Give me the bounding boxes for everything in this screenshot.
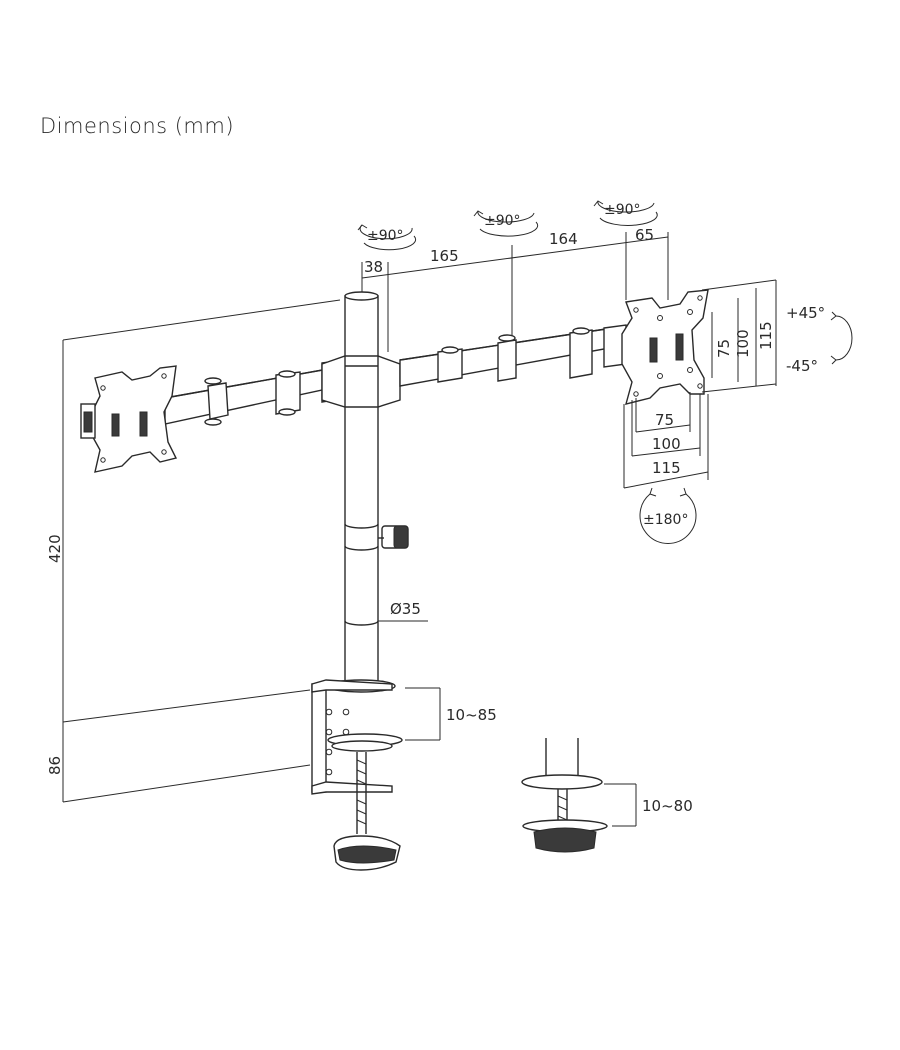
dim-38-label: 38 bbox=[364, 258, 383, 276]
arm-hub bbox=[321, 355, 401, 408]
tilt-down-label: -45° bbox=[786, 357, 818, 375]
height-420-label: 420 bbox=[46, 534, 64, 563]
right-vesa-plate bbox=[621, 289, 709, 405]
plate-rotation-indicator: ±180° bbox=[639, 487, 697, 544]
vesa-vertical-dimension: 75 100 115 bbox=[701, 279, 777, 393]
tilt-up-label: +45° bbox=[786, 304, 825, 322]
rotation-indicator-right: ±90° bbox=[593, 200, 658, 226]
rotation-indicator-middle: ±90° bbox=[473, 210, 539, 237]
height-dimension: 420 86 bbox=[46, 299, 341, 803]
vesa-v75-label: 75 bbox=[715, 339, 733, 358]
pole-diameter-label: Ø35 bbox=[390, 600, 421, 618]
grommet-mount bbox=[521, 738, 608, 853]
tilt-indicator: +45° -45° bbox=[786, 304, 853, 375]
pole bbox=[344, 291, 409, 689]
vesa-horizontal-dimension: 75 100 115 bbox=[623, 392, 709, 489]
page-title: Dimensions (mm) bbox=[40, 114, 235, 138]
left-vesa-plate bbox=[80, 365, 178, 473]
height-86-label: 86 bbox=[46, 756, 64, 775]
pole-diameter-dimension: Ø35 bbox=[378, 600, 428, 622]
rotation-middle-label: ±90° bbox=[484, 213, 521, 229]
clamp-range-dimension: 10~85 bbox=[405, 687, 497, 741]
plate-rotation-label: ±180° bbox=[643, 512, 688, 528]
right-arm bbox=[399, 324, 627, 387]
vesa-v115-label: 115 bbox=[757, 321, 775, 350]
rotation-left-label: ±90° bbox=[367, 228, 404, 244]
vesa-h100-label: 100 bbox=[652, 435, 681, 453]
rotation-indicator-left: ±90° bbox=[357, 224, 417, 251]
dim-164-label: 164 bbox=[549, 230, 578, 248]
left-arm bbox=[164, 359, 346, 426]
clamp-range-label: 10~85 bbox=[446, 706, 497, 724]
dim-65-label: 65 bbox=[635, 226, 654, 244]
grommet-range-label: 10~80 bbox=[642, 797, 693, 815]
desk-clamp bbox=[311, 679, 403, 871]
vesa-h75-label: 75 bbox=[655, 411, 674, 429]
dim-165-label: 165 bbox=[430, 247, 459, 265]
vesa-h115-label: 115 bbox=[652, 459, 681, 477]
grommet-range-dimension: 10~80 bbox=[604, 783, 693, 827]
arm-length-dimension: 38 165 164 65 bbox=[361, 226, 669, 352]
rotation-right-label: ±90° bbox=[604, 202, 641, 218]
vesa-v100-label: 100 bbox=[734, 329, 752, 358]
